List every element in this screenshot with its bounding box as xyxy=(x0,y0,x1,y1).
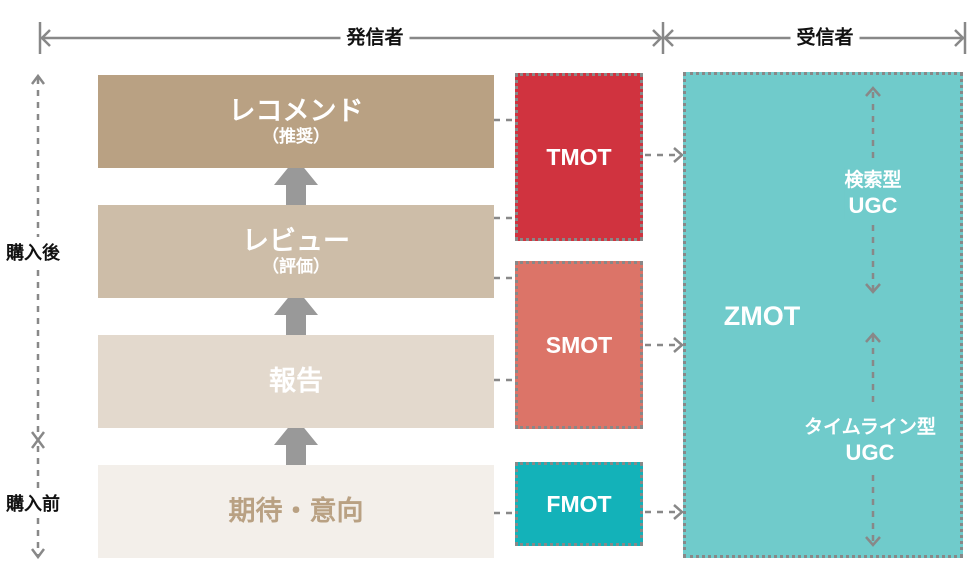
before-purchase-label: 購入前 xyxy=(6,488,60,518)
up-arrow xyxy=(274,158,318,205)
stage-title: レビュー xyxy=(242,225,350,257)
timeline-ugc-line2: UGC xyxy=(845,440,895,465)
fmot-box: FMOT xyxy=(515,462,643,546)
stage-review: レビュー （評価） xyxy=(98,205,494,298)
up-arrow xyxy=(274,288,318,335)
stage-recommend: レコメンド （推奨） xyxy=(98,75,494,168)
search-ugc-label: 検索型 UGC xyxy=(844,167,902,219)
stage-title: 期待・意向 xyxy=(228,495,364,527)
receiver-label: 受信者 xyxy=(790,22,860,50)
stage-report: 報告 xyxy=(98,335,494,428)
search-ugc-line1: 検索型 xyxy=(844,169,902,191)
stage-title: 報告 xyxy=(269,365,323,397)
tmot-box: TMOT xyxy=(515,73,643,241)
stage-title: レコメンド xyxy=(228,95,364,127)
smot-box: SMOT xyxy=(515,261,643,429)
zmot-box xyxy=(683,72,963,558)
tmot-label: TMOT xyxy=(546,143,612,170)
stage-subtitle: （推奨） xyxy=(262,126,330,147)
search-ugc-line2: UGC xyxy=(848,193,898,218)
timeline-ugc-line1: タイムライン型 xyxy=(804,416,936,438)
smot-label: SMOT xyxy=(545,331,613,358)
sender-label: 発信者 xyxy=(340,22,410,50)
after-purchase-label: 購入後 xyxy=(6,237,60,267)
timeline-ugc-label: タイムライン型 UGC xyxy=(804,414,936,466)
stage-expectation: 期待・意向 xyxy=(98,465,494,558)
fmot-label: FMOT xyxy=(546,490,612,517)
zmot-label: ZMOT xyxy=(723,301,801,331)
stage-subtitle: （評価） xyxy=(262,256,330,277)
up-arrow xyxy=(274,418,318,465)
